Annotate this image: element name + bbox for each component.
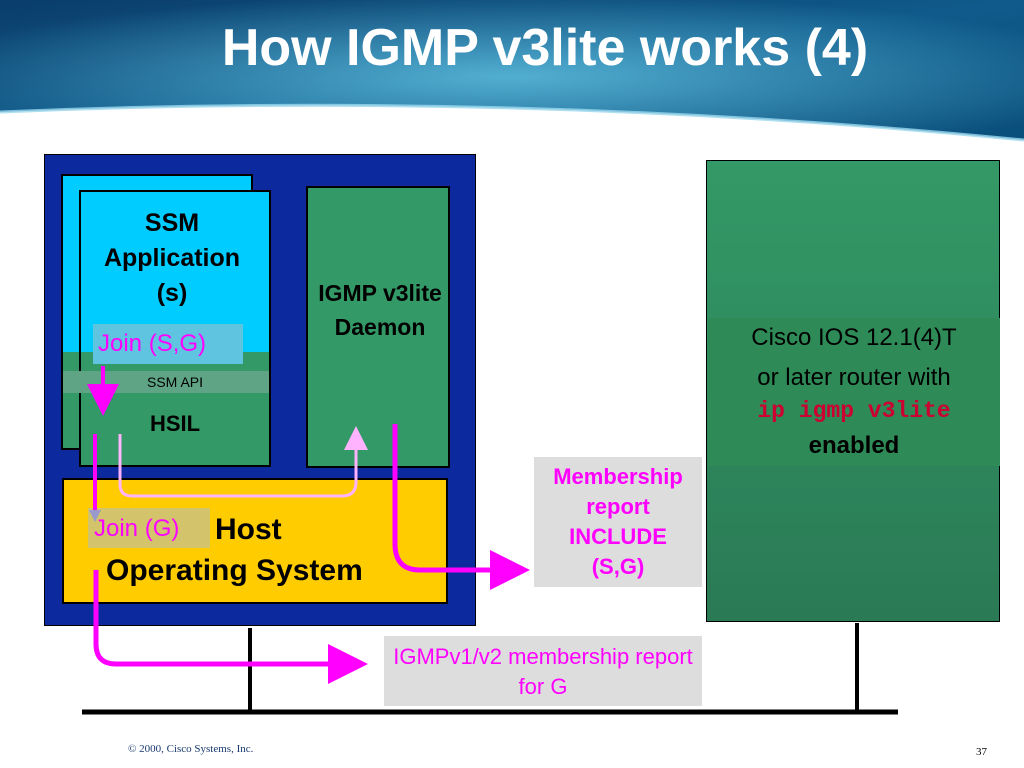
ssm-api-label: SSM API	[146, 374, 204, 390]
hsil-to-daemon-arrow	[118, 426, 368, 498]
page-number: 37	[976, 746, 987, 758]
igmp-report-text: IGMPv1/v2 membership report for G	[393, 644, 693, 699]
membership-report-text: Membership report INCLUDE (S,G)	[553, 464, 683, 579]
host-os-label-line2: Operating System	[106, 554, 363, 587]
daemon-to-report-arrow	[392, 424, 530, 590]
router-line2: or later router with	[757, 364, 951, 391]
slide-title: How IGMP v3lite works (4)	[221, 19, 869, 77]
join-g-text: Join (G)	[94, 515, 180, 542]
join-sg-text: Join (S,G)	[98, 330, 207, 357]
hsil-to-os-arrowhead	[89, 510, 101, 522]
router-line1: Cisco IOS 12.1(4)T	[751, 324, 957, 351]
router-info-panel	[708, 318, 1000, 466]
os-to-igmp-report-arrow	[93, 570, 368, 684]
ssm-application-label: SSM Application (s)	[103, 209, 241, 307]
router-command: ip igmp v3lite	[757, 398, 951, 424]
footer-copyright: © 2000, Cisco Systems, Inc.	[128, 743, 254, 755]
membership-report-box	[534, 457, 702, 587]
igmp-v3lite-daemon	[306, 186, 450, 468]
header-banner	[0, 0, 1024, 142]
join-g-label	[88, 508, 210, 548]
igmp-report-box	[384, 636, 702, 706]
join-sg-label	[93, 324, 243, 364]
host-os-label-line1: Host	[215, 513, 282, 546]
router-line4: enabled	[808, 432, 900, 459]
daemon-label: IGMP v3lite Daemon	[318, 280, 442, 340]
hsil-label: HSIL	[149, 411, 201, 436]
